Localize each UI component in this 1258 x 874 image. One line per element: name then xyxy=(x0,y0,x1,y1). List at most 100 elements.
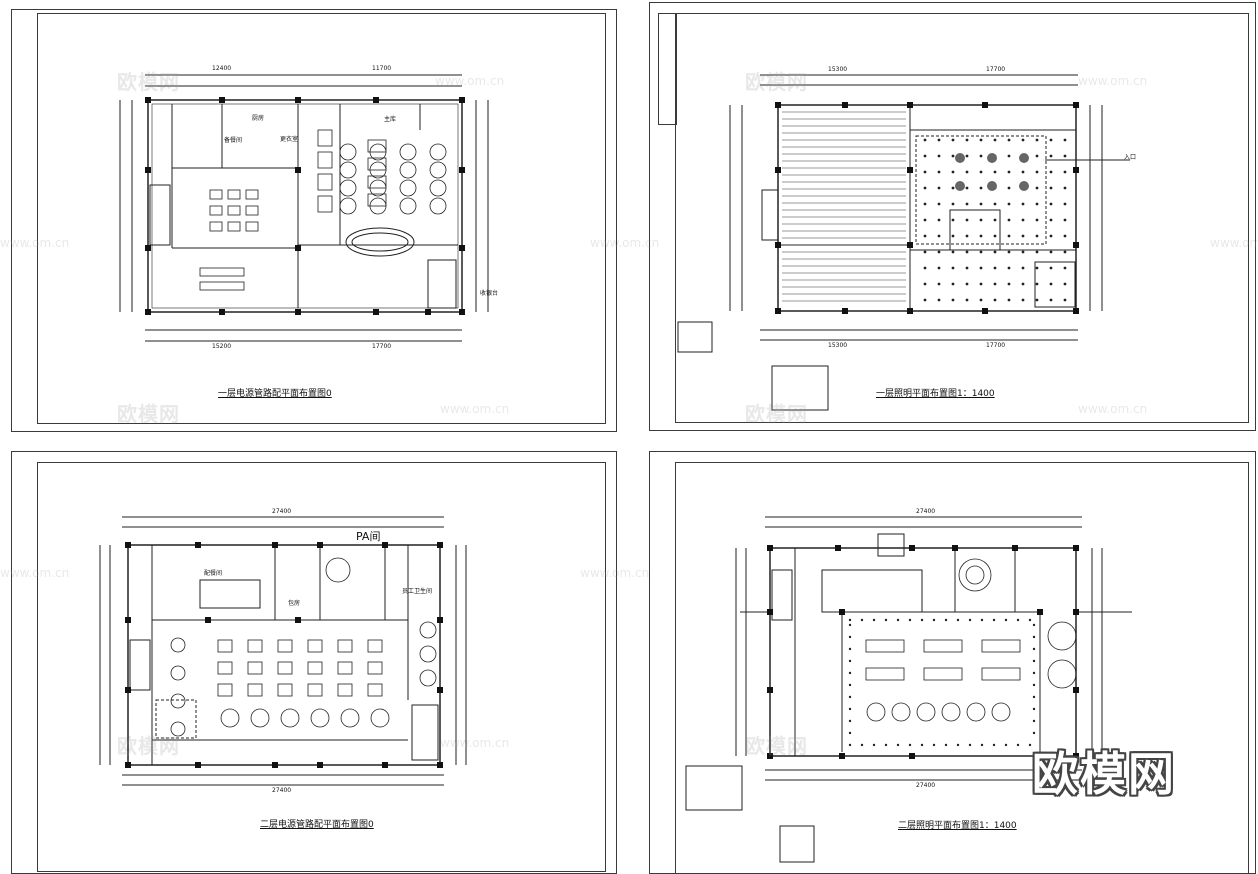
downlight xyxy=(979,186,983,190)
round-table xyxy=(310,708,330,728)
downlight xyxy=(1016,618,1020,622)
pendant-light xyxy=(955,153,965,163)
sheet-1-room-label: 主库 xyxy=(384,116,397,123)
downlight xyxy=(1035,202,1039,206)
watermark-logo: 欧模网 xyxy=(117,402,180,426)
structural-column xyxy=(907,102,913,108)
downlight xyxy=(951,170,955,174)
downlight xyxy=(1049,138,1053,142)
ceiling-dome xyxy=(966,702,986,722)
dining-table xyxy=(217,639,233,653)
structural-column xyxy=(195,762,201,768)
downlight xyxy=(1063,298,1067,302)
structural-column xyxy=(382,762,388,768)
round-table xyxy=(339,179,357,197)
dining-table xyxy=(245,221,259,232)
round-table xyxy=(429,143,447,161)
structural-column xyxy=(842,102,848,108)
downlight xyxy=(1049,218,1053,222)
round-table xyxy=(429,161,447,179)
structural-column xyxy=(295,97,301,103)
downlight xyxy=(951,154,955,158)
structural-column xyxy=(1073,102,1079,108)
sheet-3-dim-top: 27400 xyxy=(272,508,292,515)
drawing-sheet-3 xyxy=(11,451,617,874)
structural-column xyxy=(272,762,278,768)
downlight xyxy=(1028,743,1032,747)
downlight xyxy=(1063,234,1067,238)
watermark-logo: 欧模网 xyxy=(745,734,808,758)
downlight xyxy=(1007,250,1011,254)
downlight xyxy=(923,138,927,142)
structural-column xyxy=(775,167,781,173)
watermark-url: www.om.cn xyxy=(580,566,650,580)
feature-ceiling xyxy=(1047,659,1077,689)
dining-table xyxy=(367,661,383,675)
structural-column xyxy=(907,308,913,314)
downlight xyxy=(848,659,852,663)
structural-column xyxy=(295,245,301,251)
sheet-1-dim-top-right: 11700 xyxy=(372,65,392,72)
downlight xyxy=(860,743,864,747)
bar-table xyxy=(367,157,387,171)
downlight xyxy=(1063,202,1067,206)
structural-column xyxy=(125,687,131,693)
structural-column xyxy=(145,97,151,103)
dining-table xyxy=(245,205,259,216)
structural-column xyxy=(839,753,845,759)
sheet-3-dim-bottom: 27400 xyxy=(272,787,292,794)
ceiling-dome xyxy=(916,702,936,722)
downlight xyxy=(944,618,948,622)
light-panel xyxy=(981,639,1021,653)
downlight xyxy=(1035,154,1039,158)
downlight xyxy=(896,618,900,622)
round-table xyxy=(419,645,437,663)
sheet-3-room-label: 包房 xyxy=(288,600,301,607)
downlight xyxy=(956,743,960,747)
light-panel xyxy=(923,667,963,681)
downlight xyxy=(951,138,955,142)
downlight xyxy=(992,743,996,747)
downlight xyxy=(951,234,955,238)
downlight xyxy=(1007,154,1011,158)
downlight xyxy=(1032,695,1036,699)
watermark-url: www.om.cn xyxy=(0,566,70,580)
light-panel xyxy=(865,667,905,681)
watermark-url: www.om.cn xyxy=(590,236,660,250)
downlight xyxy=(1049,250,1053,254)
sheet-2-room-label: 入口 xyxy=(1124,154,1137,161)
dining-table xyxy=(307,661,323,675)
downlight xyxy=(1049,202,1053,206)
downlight xyxy=(937,170,941,174)
downlight xyxy=(937,282,941,286)
sheet-1-dim-bottom-left: 15200 xyxy=(212,343,232,350)
downlight xyxy=(848,618,852,622)
downlight xyxy=(848,707,852,711)
structural-column xyxy=(295,167,301,173)
downlight xyxy=(965,186,969,190)
downlight xyxy=(1049,298,1053,302)
downlight xyxy=(1032,707,1036,711)
downlight xyxy=(920,618,924,622)
downlight xyxy=(993,234,997,238)
downlight xyxy=(979,234,983,238)
dining-table xyxy=(227,189,241,200)
dining-table xyxy=(367,639,383,653)
downlight xyxy=(1021,298,1025,302)
downlight xyxy=(1063,282,1067,286)
downlight xyxy=(968,743,972,747)
round-table xyxy=(370,708,390,728)
downlight xyxy=(884,618,888,622)
structural-column xyxy=(767,753,773,759)
dining-table xyxy=(209,221,223,232)
round-table xyxy=(340,708,360,728)
downlight xyxy=(923,298,927,302)
sheet-2-dim-top-left: 15300 xyxy=(828,66,848,73)
downlight xyxy=(993,202,997,206)
structural-column xyxy=(317,762,323,768)
light-panel xyxy=(923,639,963,653)
round-table xyxy=(369,197,387,215)
downlight xyxy=(920,743,924,747)
sheet-2-title-strip xyxy=(658,13,677,125)
downlight xyxy=(1063,138,1067,142)
